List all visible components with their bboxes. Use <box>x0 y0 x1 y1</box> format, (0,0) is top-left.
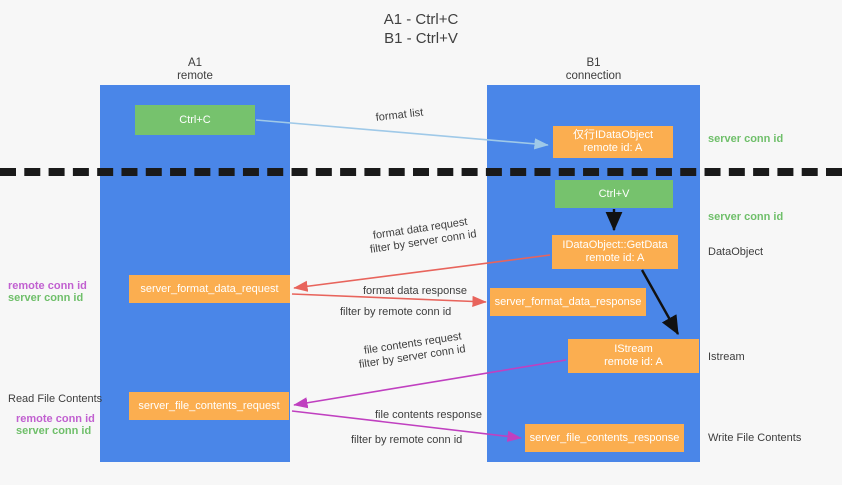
annotation-server-conn-id-top: server conn id <box>708 133 784 145</box>
filter-prefix: filter by <box>351 434 390 446</box>
title-line-2: B1 - Ctrl+V <box>384 30 458 47</box>
edge-label-file-contents-response: file contents response <box>375 409 483 421</box>
node-istream-sub: remote id: A <box>604 356 663 368</box>
node-server-file-contents-response-label: server_file_contents_response <box>529 431 680 444</box>
column-a1-name: A1 <box>187 57 203 69</box>
node-istream[interactable]: IStream remote id: A <box>568 339 699 373</box>
node-ctrl-c[interactable]: Ctrl+C <box>135 105 255 135</box>
edge-label-format-list: format list <box>375 106 424 124</box>
filter-key-remote-conn-id: remote conn id <box>389 434 463 446</box>
annotation-read-file-contents: Read File Contents <box>8 393 103 405</box>
node-server-format-data-request-label: server_format_data_request <box>140 282 279 295</box>
node-getdata-label: IDataObject::GetData <box>562 239 668 251</box>
node-data-object-label: 仅行IDataObject <box>572 129 654 141</box>
annotation-server-conn-id-1: server conn id <box>8 292 84 304</box>
column-a1-sub: remote <box>177 70 213 82</box>
title-line-1: A1 - Ctrl+C <box>383 11 459 28</box>
edge-label-format-data-response-filter: filter by remote conn id <box>340 305 451 319</box>
phase-divider <box>0 168 842 176</box>
annotation-dataobject: DataObject <box>708 246 764 258</box>
annotation-server-conn-id-mid: server conn id <box>708 211 784 223</box>
column-header-a1: A1 remote <box>100 57 290 83</box>
annotation-istream: Istream <box>708 351 745 363</box>
node-getdata-sub: remote id: A <box>585 252 645 264</box>
annotation-write-file-contents: Write File Contents <box>708 432 802 444</box>
column-header-b1: B1 connection <box>487 57 700 83</box>
column-b1-name: B1 <box>586 57 601 69</box>
filter-key-remote-conn-id: remote conn id <box>378 306 452 318</box>
node-ctrl-v[interactable]: Ctrl+V <box>555 180 673 208</box>
column-b1-sub: connection <box>565 70 622 82</box>
node-server-file-contents-response[interactable]: server_file_contents_response <box>525 424 684 452</box>
edge-label-file-contents-response-filter: filter by remote conn id <box>351 433 462 447</box>
node-data-object[interactable]: 仅行IDataObject remote id: A <box>553 126 673 158</box>
annotation-server-conn-id-2: server conn id <box>16 425 92 437</box>
node-idataobject-getdata[interactable]: IDataObject::GetData remote id: A <box>552 235 678 269</box>
node-server-format-data-request[interactable]: server_format_data_request <box>129 275 290 303</box>
node-istream-label: IStream <box>614 343 653 355</box>
node-server-file-contents-request[interactable]: server_file_contents_request <box>129 392 289 420</box>
page-title: A1 - Ctrl+C B1 - Ctrl+V <box>0 10 842 48</box>
annotation-remote-conn-id-1: remote conn id <box>8 280 87 292</box>
node-server-file-contents-request-label: server_file_contents_request <box>138 399 280 412</box>
annotation-remote-conn-id-2: remote conn id <box>16 413 95 425</box>
node-server-format-data-response-label: server_format_data_response <box>494 295 642 308</box>
filter-prefix: filter by <box>340 306 379 318</box>
node-ctrl-c-label: Ctrl+C <box>179 113 211 126</box>
node-server-format-data-response[interactable]: server_format_data_response <box>490 288 646 316</box>
node-ctrl-v-label: Ctrl+V <box>598 187 630 200</box>
node-data-object-sub: remote id: A <box>583 142 643 154</box>
edge-label-format-data-response: format data response <box>363 285 467 297</box>
